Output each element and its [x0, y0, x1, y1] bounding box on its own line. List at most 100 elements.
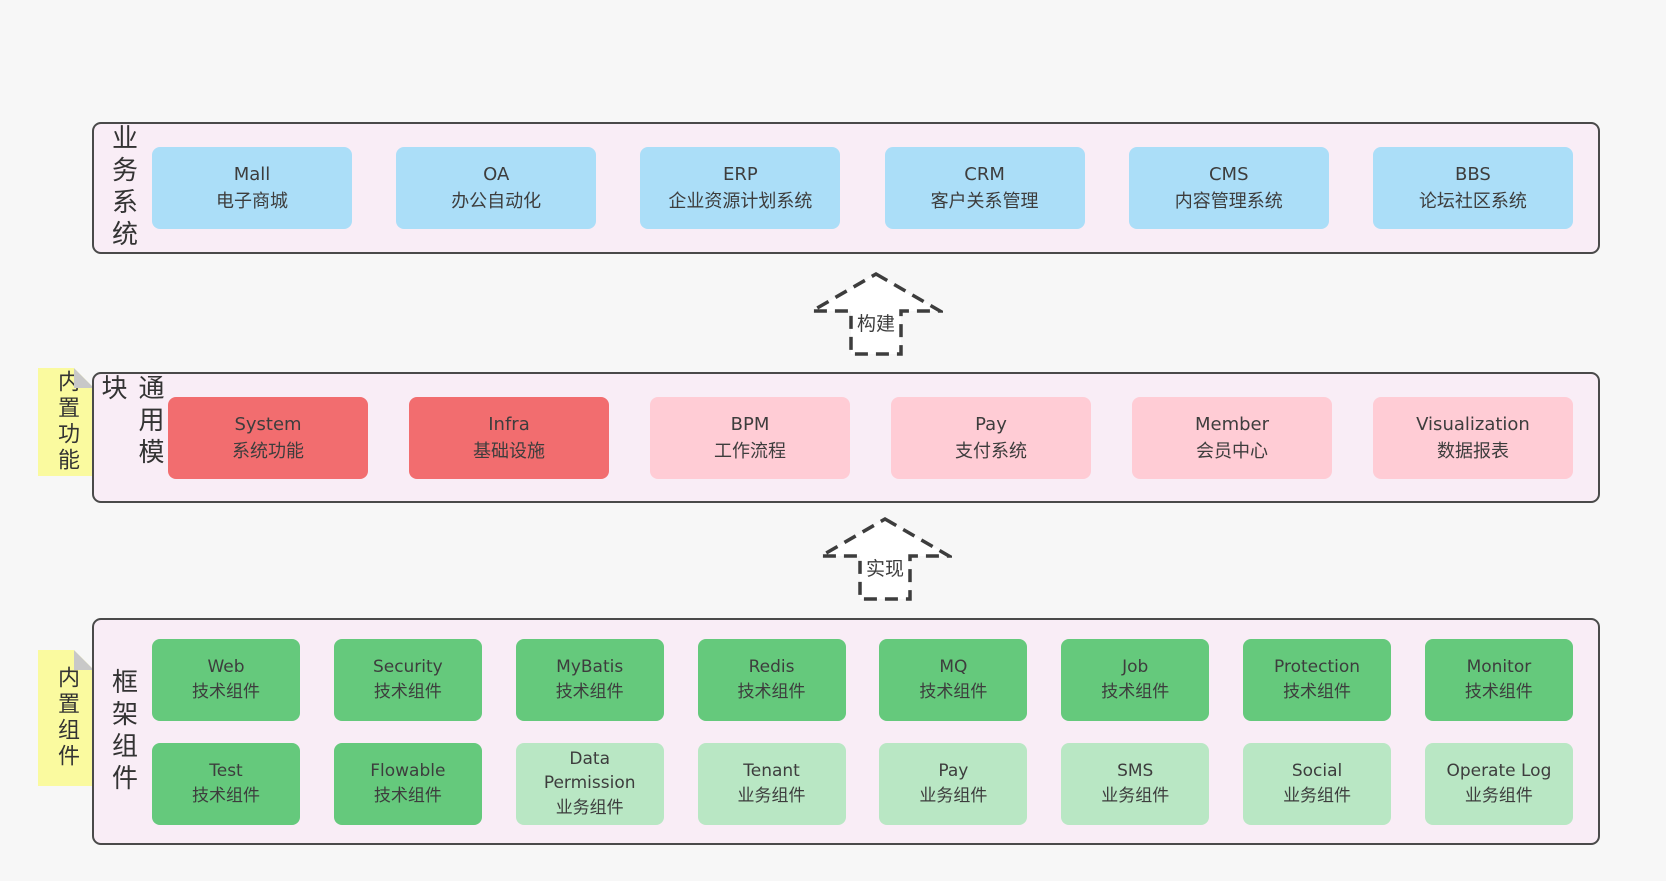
band-side-label: 业务系统: [107, 124, 138, 252]
box-system: System 系统功能: [168, 396, 368, 479]
box-subtitle: 企业资源计划系统: [668, 191, 813, 212]
arrow-label: 实现: [862, 554, 908, 581]
sticky-built-in-features: 内置功能: [38, 368, 94, 476]
box-infra: Infra 基础设施: [409, 396, 609, 479]
box-bpm: BPM 工作流程: [650, 396, 850, 479]
box-cms: CMS 内容管理系统: [1128, 147, 1329, 229]
box-data-permission: Data Permission 业务组件: [515, 742, 664, 825]
box-tenant: Tenant 业务组件: [697, 742, 846, 825]
box-subtitle: 技术组件: [1101, 681, 1170, 702]
sticky-label: 内置组件: [54, 666, 79, 770]
box-subtitle: 业务组件: [1464, 785, 1533, 806]
box-subtitle: 技术组件: [373, 681, 442, 702]
box-subtitle: 技术组件: [192, 785, 260, 806]
box-subtitle: 技术组件: [555, 681, 624, 702]
box-subtitle: 电子商城: [216, 191, 288, 212]
box-title: CRM: [964, 164, 1005, 185]
box-subtitle: 技术组件: [192, 681, 260, 702]
box-subtitle: 基础设施: [473, 440, 545, 462]
box-title: SMS: [1117, 760, 1154, 781]
box-title: Tenant: [743, 760, 800, 781]
box-title: Member: [1194, 413, 1270, 435]
box-title: ERP: [723, 164, 758, 185]
box-subtitle: 技术组件: [737, 681, 806, 702]
box-subtitle: 支付系统: [955, 440, 1027, 462]
box-mybatis: MyBatis 技术组件: [515, 638, 664, 721]
box-subtitle: 业务组件: [737, 785, 806, 806]
box-crm: CRM 客户关系管理: [884, 147, 1085, 229]
arrow-implement: 实现: [818, 516, 952, 602]
box-pay: Pay 业务组件: [879, 742, 1028, 825]
sticky-fold-icon: [74, 368, 94, 388]
box-test: Test 技术组件: [152, 742, 300, 825]
box-title: MQ: [939, 656, 968, 677]
box-title: Social: [1291, 760, 1343, 781]
box-title: Test: [209, 760, 243, 781]
box-member: Member 会员中心: [1132, 396, 1332, 479]
box-oa: OA 办公自动化: [396, 147, 597, 229]
box-subtitle: 技术组件: [919, 681, 988, 702]
box-subtitle: 内容管理系统: [1174, 191, 1283, 212]
box-protection: Protection 技术组件: [1243, 638, 1392, 721]
box-visualization: Visualization 数据报表: [1373, 396, 1573, 479]
box-title: Web: [207, 656, 245, 677]
box-title: OA: [483, 164, 510, 185]
box-subtitle: 会员中心: [1196, 440, 1268, 462]
box-subtitle: 数据报表: [1437, 440, 1509, 462]
box-subtitle: 客户关系管理: [930, 191, 1039, 212]
box-subtitle: 办公自动化: [451, 191, 542, 212]
box-row: System 系统功能 Infra 基础设施 BPM 工作流程 Pay 支付系统 Member 会…: [168, 374, 1598, 501]
box-erp: ERP 企业资源计划系统: [640, 147, 841, 229]
box-title: Job: [1122, 656, 1149, 677]
box-subtitle: 业务组件: [919, 785, 988, 806]
box-title: Infra: [488, 413, 530, 435]
box-title: Pay: [938, 760, 969, 781]
box-subtitle: 业务组件: [1283, 785, 1352, 806]
box-subtitle: 论坛社区系统: [1418, 191, 1527, 212]
box-flowable: Flowable 技术组件: [333, 742, 482, 825]
box-subtitle: 业务组件: [555, 797, 624, 818]
box-sms: SMS 业务组件: [1061, 742, 1210, 825]
box-title: Monitor: [1466, 656, 1532, 677]
box-subtitle: 技术组件: [1283, 681, 1352, 702]
box-title: System: [234, 413, 302, 435]
box-pay: Pay 支付系统: [891, 396, 1091, 479]
box-title: Pay: [975, 413, 1007, 435]
box-subtitle: 技术组件: [1464, 681, 1533, 702]
box-subtitle: 工作流程: [714, 440, 786, 462]
box-bbs: BBS 论坛社区系统: [1372, 147, 1573, 229]
box-title: CMS: [1208, 164, 1249, 185]
box-mq: MQ 技术组件: [879, 638, 1028, 721]
box-subtitle: 技术组件: [373, 785, 442, 806]
box-monitor: Monitor 技术组件: [1424, 638, 1573, 721]
box-title: Flowable: [370, 760, 446, 781]
box-redis: Redis 技术组件: [697, 638, 846, 721]
box-title: Security: [372, 656, 443, 677]
sticky-fold-icon: [74, 650, 94, 670]
band-side-label: 通用模块: [97, 374, 164, 470]
arrow-build: 构建: [809, 271, 943, 357]
box-social: Social 业务组件: [1243, 742, 1392, 825]
band-side-label: 框架组件: [107, 667, 138, 796]
box-title: Redis: [748, 656, 795, 677]
box-title: Visualization: [1416, 413, 1530, 435]
box-job: Job 技术组件: [1061, 638, 1210, 721]
box-title: MyBatis: [556, 656, 624, 677]
band-common-modules: 通用模块 System 系统功能 Infra 基础设施 BPM 工作流程 Pay 支付系统 Me…: [92, 372, 1600, 503]
sticky-built-in-components: 内置组件: [38, 650, 94, 786]
box-subtitle: 业务组件: [1101, 785, 1170, 806]
box-title: BBS: [1455, 164, 1491, 185]
box-title: BPM: [730, 413, 770, 435]
box-title: Protection: [1274, 656, 1361, 677]
box-title: Data Permission: [543, 748, 636, 794]
box-web: Web 技术组件: [152, 638, 300, 721]
box-subtitle: 系统功能: [232, 440, 304, 462]
